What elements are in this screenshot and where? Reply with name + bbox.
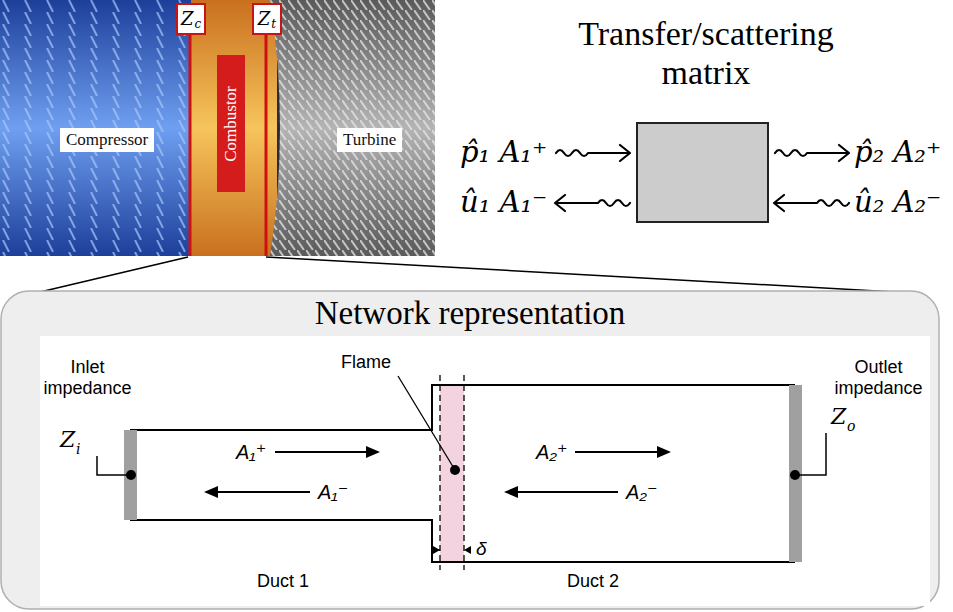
boundary-label: Inlet impedance xyxy=(35,357,140,398)
impedance-box: Zt xyxy=(252,3,282,35)
impedance-symbol: Z xyxy=(60,427,75,452)
wave-label: A₁⁺ xyxy=(236,441,266,464)
node-text: Z xyxy=(258,10,271,28)
part-box: Compressor xyxy=(60,128,154,152)
dimension-label: δ xyxy=(476,538,487,560)
subscript: i xyxy=(76,441,80,457)
node-text: Z xyxy=(181,10,194,28)
duct-label: Duct 2 xyxy=(567,571,619,592)
subscript: c xyxy=(194,18,201,30)
boundary-label: Outlet impedance xyxy=(826,357,931,398)
part-box: Turbine xyxy=(337,128,402,152)
flame-label: Flame xyxy=(341,352,391,373)
wave-signal: p̂₂ A₂⁺ xyxy=(854,136,941,169)
wave-label: A₁⁻ xyxy=(318,481,348,504)
wave-label: A₂⁻ xyxy=(626,481,658,504)
node-text: Compressor xyxy=(66,130,148,149)
network-panel: Network representation xyxy=(1,291,939,609)
impedance-box: Zc xyxy=(176,3,206,35)
wave-signal: û₁ A₁⁻ xyxy=(460,186,547,219)
duct-label: Duct 1 xyxy=(257,571,309,592)
wave-label: A₂⁺ xyxy=(536,441,568,464)
subscript: t xyxy=(271,18,276,30)
impedance-symbol: Z xyxy=(831,404,846,429)
node-text: Network representation xyxy=(1,293,939,333)
wave-signal: û₂ A₂⁻ xyxy=(854,186,941,219)
subscript: o xyxy=(847,418,855,434)
panel-heading: Transfer/scattering matrix xyxy=(536,14,876,92)
node-text: Turbine xyxy=(343,130,396,149)
combustor-band: Combustor xyxy=(217,55,245,192)
node-text: Combustor xyxy=(221,86,241,162)
wave-signal: p̂₁ A₁⁺ xyxy=(460,136,547,169)
